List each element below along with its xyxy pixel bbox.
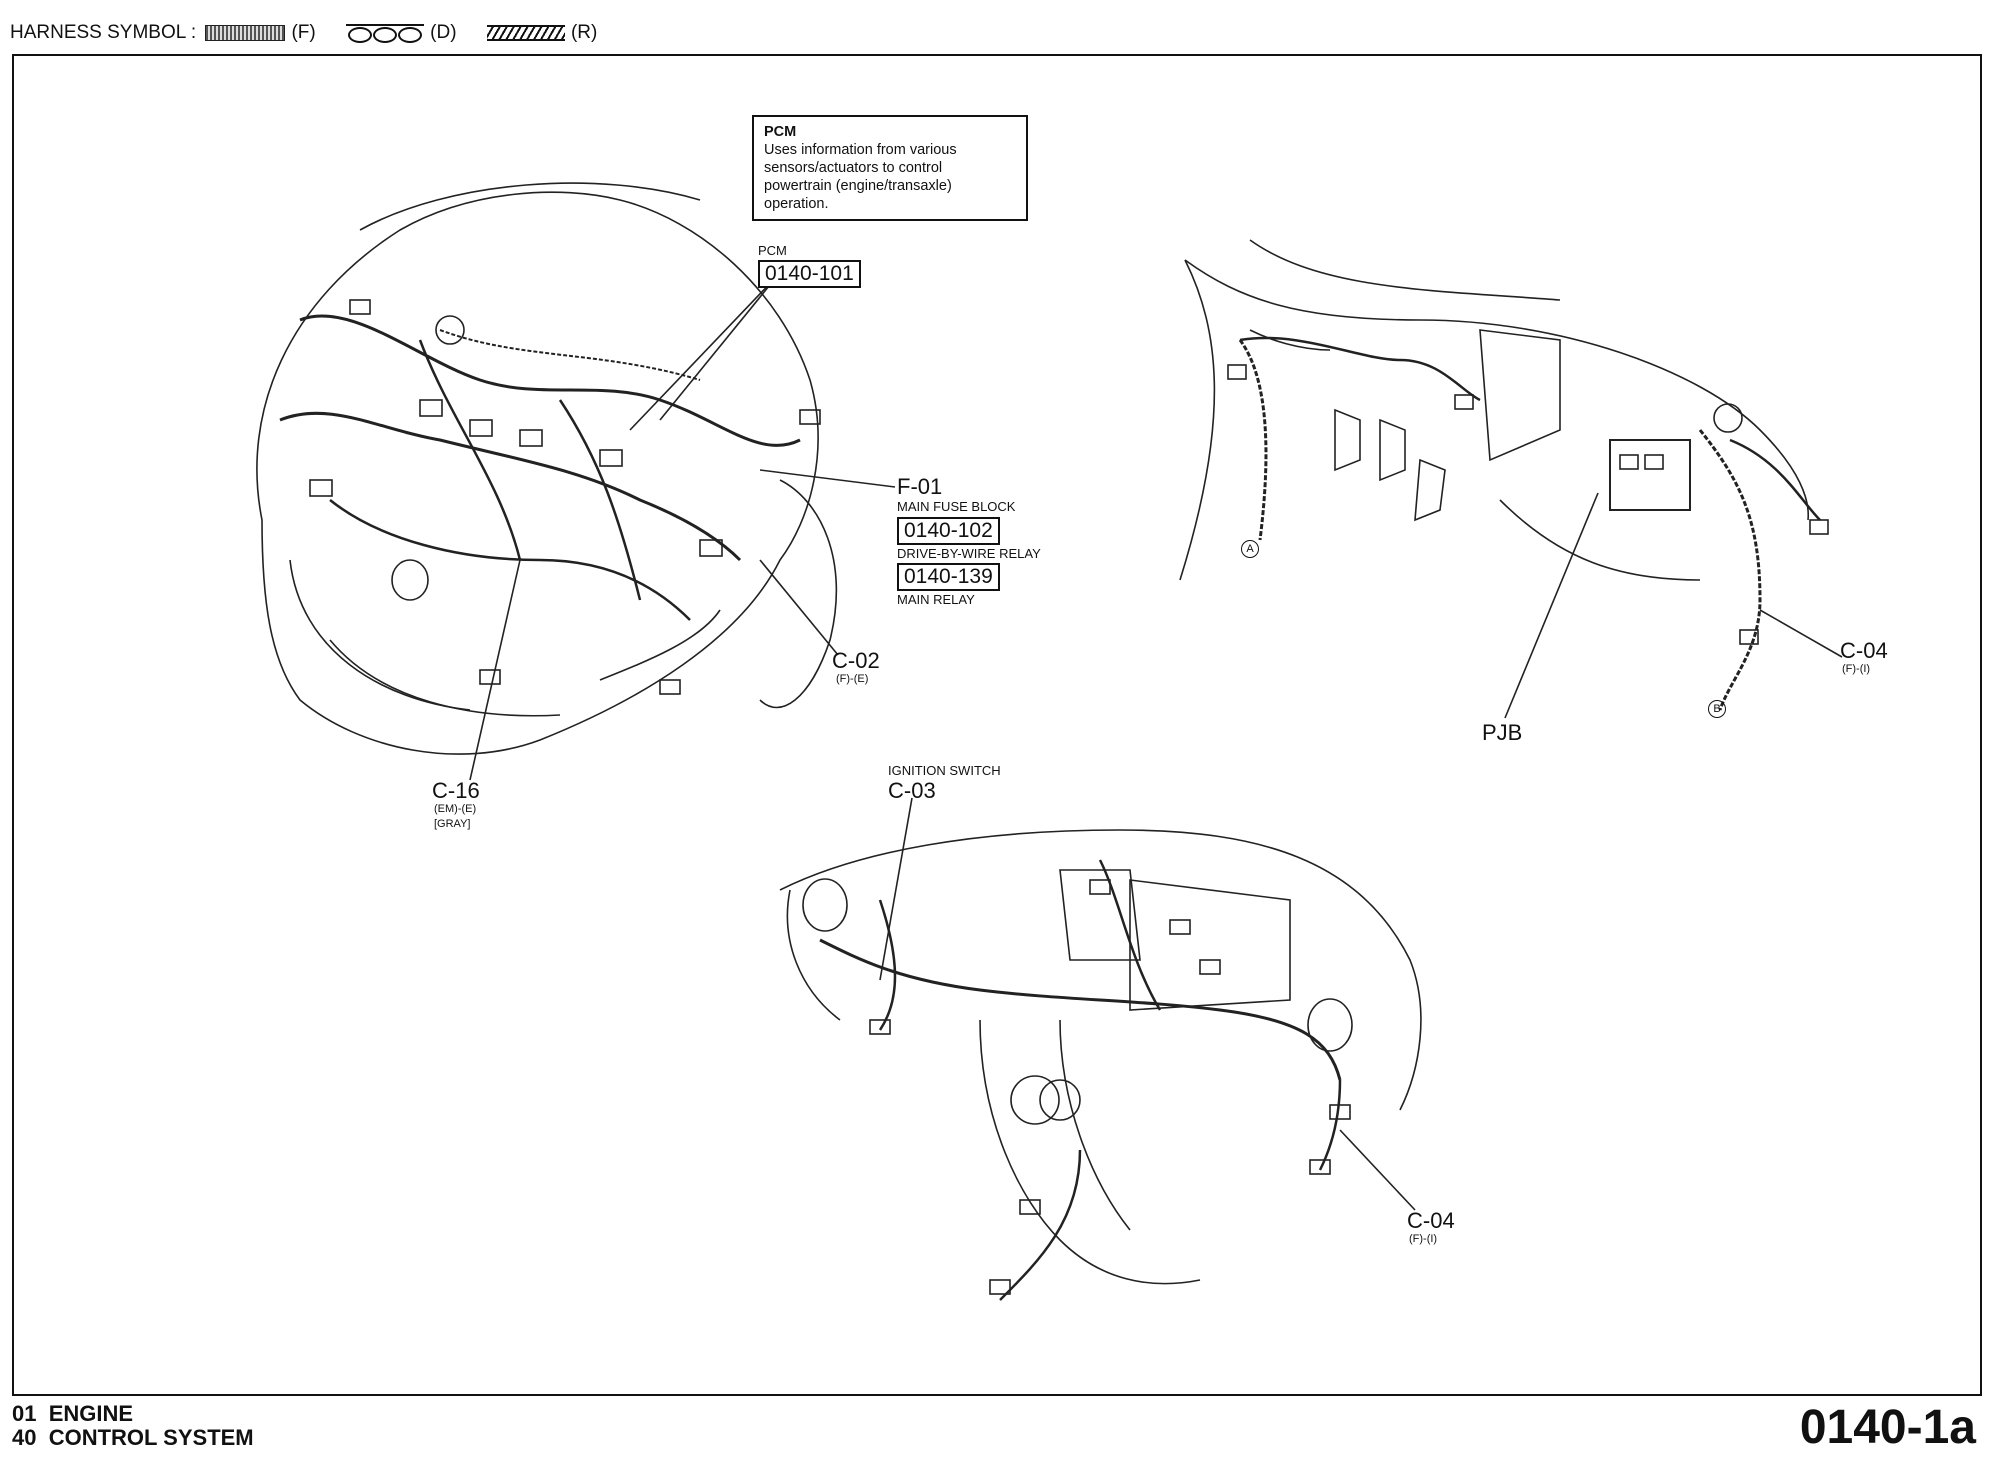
main-fuse-block-label: MAIN FUSE BLOCK bbox=[897, 499, 1016, 514]
harness-r-code: (R) bbox=[570, 22, 598, 43]
pcm-info-line: operation. bbox=[764, 196, 829, 212]
page-number: 0140-1a bbox=[1799, 1401, 1976, 1454]
drive-by-wire-label: DRIVE-BY-WIRE RELAY bbox=[897, 546, 1041, 561]
c02-sub-label: (F)-(E) bbox=[836, 673, 869, 685]
main-relay-label: MAIN RELAY bbox=[897, 592, 975, 607]
diagram-frame bbox=[12, 54, 1982, 1396]
pcm-small-label: PCM bbox=[758, 243, 787, 258]
code-139-box: 0140-139 bbox=[897, 563, 1000, 591]
c16-label: C-16 bbox=[432, 778, 480, 803]
pcm-info-line: powertrain (engine/transaxle) bbox=[764, 178, 952, 194]
c04-top-label: C-04 bbox=[1840, 638, 1888, 663]
c16-color-label: [GRAY] bbox=[434, 818, 471, 830]
harness-symbol-legend: HARNESS SYMBOL : (F) (D) (R) bbox=[10, 22, 597, 44]
c03-label: C-03 bbox=[888, 778, 936, 803]
pcm-code-box: 0140-101 bbox=[758, 260, 861, 288]
harness-symbol-label: HARNESS SYMBOL : bbox=[10, 22, 197, 43]
code-102-box: 0140-102 bbox=[897, 517, 1000, 545]
footer-line-engine: 01 ENGINE bbox=[12, 1401, 134, 1426]
c04-bottom-label: C-04 bbox=[1407, 1208, 1455, 1233]
pjb-label: PJB bbox=[1482, 720, 1523, 745]
pcm-info-title: PCM bbox=[764, 124, 797, 140]
c04-top-sub-label: (F)-(I) bbox=[1842, 663, 1871, 675]
marker-b: B bbox=[1708, 700, 1726, 718]
harness-d-symbol bbox=[346, 23, 425, 43]
c02-label: C-02 bbox=[832, 648, 880, 673]
harness-f-symbol bbox=[205, 24, 286, 41]
pcm-info-line: Uses information from various bbox=[764, 142, 957, 158]
footer-section: 01 ENGINE 40 CONTROL SYSTEM bbox=[12, 1402, 254, 1450]
f01-label: F-01 bbox=[897, 474, 943, 499]
c04-bottom-sub-label: (F)-(I) bbox=[1409, 1233, 1438, 1245]
ignition-switch-label: IGNITION SWITCH bbox=[888, 763, 1001, 778]
pcm-info-line: sensors/actuators to control bbox=[764, 160, 943, 176]
harness-r-symbol bbox=[486, 24, 565, 41]
footer-line-control-system: 40 CONTROL SYSTEM bbox=[12, 1425, 254, 1450]
harness-d-code: (D) bbox=[430, 22, 457, 43]
marker-a: A bbox=[1241, 540, 1259, 558]
pcm-info-box: PCM Uses information from various sensor… bbox=[752, 115, 1028, 221]
c16-sub-label: (EM)-(E) bbox=[434, 803, 477, 815]
harness-f-code: (F) bbox=[291, 22, 316, 43]
